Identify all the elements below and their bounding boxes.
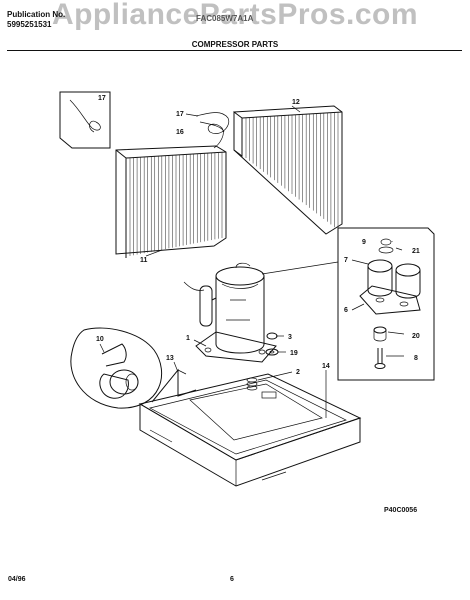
callout-10: 10	[96, 336, 104, 343]
callout-20: 20	[412, 333, 420, 340]
inset-compressor-mounts	[337, 227, 435, 381]
footer-page-number: 6	[230, 576, 234, 583]
watermark: AppliancePartsPros.com	[51, 0, 419, 31]
callout-7: 7	[344, 257, 348, 264]
callout-11: 11	[140, 257, 148, 264]
capillary-tube	[195, 112, 230, 149]
callout-1: 1	[186, 335, 190, 342]
callout-16: 16	[176, 129, 184, 136]
leader-lines	[99, 105, 405, 418]
callout-12: 12	[292, 99, 300, 106]
base-pan	[138, 373, 362, 487]
callout-9: 9	[362, 239, 366, 246]
capacitor-inset	[70, 327, 162, 409]
callout-8: 8	[414, 355, 418, 362]
model-number: FAC085W7A1A	[196, 14, 254, 23]
publication-number: 5995251531	[7, 20, 52, 29]
compressor	[183, 262, 277, 363]
publication-label: Publication No.	[7, 10, 66, 19]
callout-21: 21	[412, 248, 420, 255]
callout-labels: 17 17 16 12 11 9 21 7 6 20 8 1 3 19 10 1…	[96, 95, 420, 376]
diagram-code: P40C0056	[384, 507, 418, 514]
callout-2: 2	[296, 369, 300, 376]
inset-17	[59, 91, 111, 149]
evaporator-coil	[115, 145, 227, 258]
callout-17: 17	[176, 111, 184, 118]
callout-17-inset: 17	[98, 95, 106, 102]
section-title: COMPRESSOR PARTS	[191, 40, 279, 49]
callout-14: 14	[322, 363, 330, 370]
publication-block: Publication No. 5995251531	[7, 10, 65, 30]
leader-compressor-inset	[261, 261, 339, 275]
callout-3: 3	[288, 334, 292, 341]
callout-13: 13	[166, 355, 174, 362]
spring	[246, 377, 258, 391]
callout-19: 19	[290, 350, 298, 357]
condenser-coil	[233, 105, 343, 235]
drain-frame	[151, 368, 197, 403]
callout-6: 6	[344, 307, 348, 314]
header-rule	[7, 50, 462, 51]
footer-date: 04/96	[8, 576, 26, 583]
